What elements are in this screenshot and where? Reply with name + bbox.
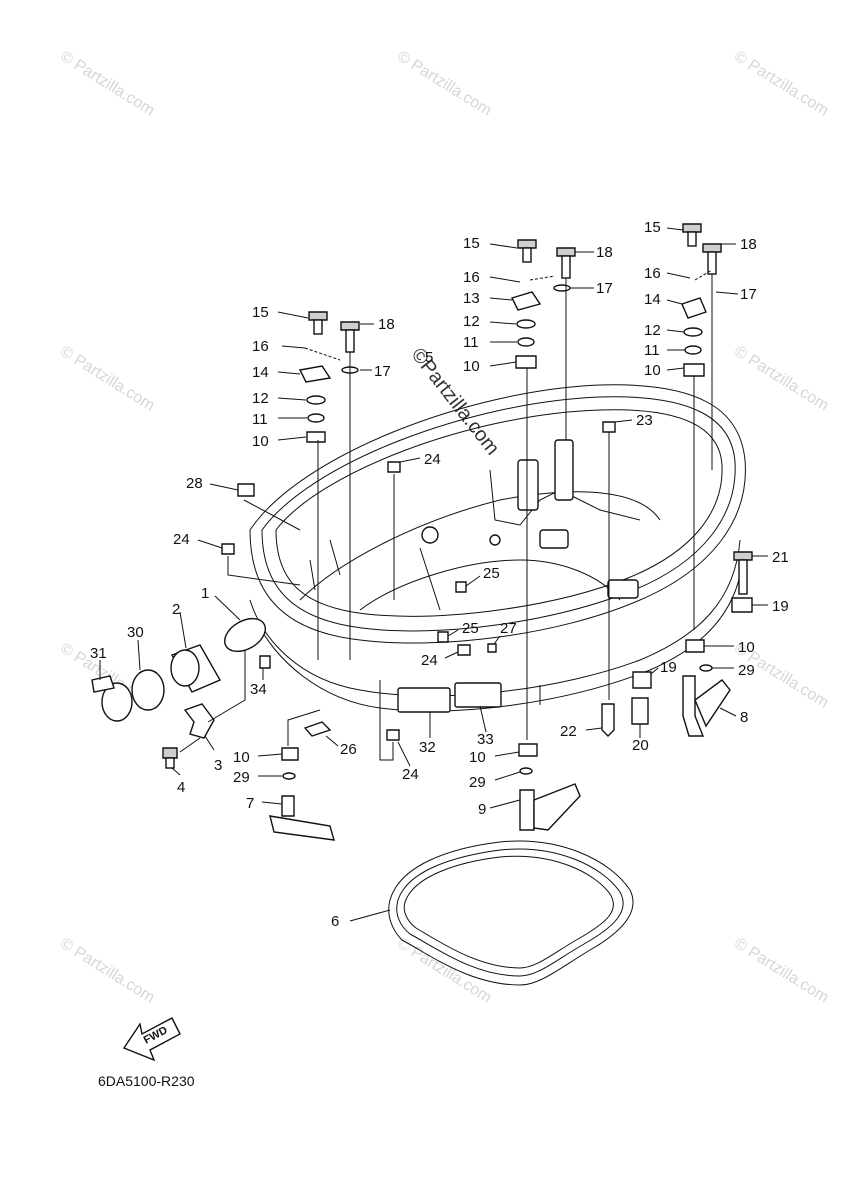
callout-12: 12 xyxy=(463,313,480,330)
callout-7: 7 xyxy=(246,795,254,812)
callout-12: 12 xyxy=(644,322,661,339)
callout-14: 14 xyxy=(252,364,269,381)
callout-24: 24 xyxy=(173,531,190,548)
callout-16: 16 xyxy=(644,265,661,282)
callout-29: 29 xyxy=(469,774,486,791)
callout-2: 2 xyxy=(172,601,180,618)
right-bolt-stack xyxy=(681,223,722,630)
callout-25: 25 xyxy=(462,620,479,637)
callout-11: 11 xyxy=(644,342,660,359)
callout-19: 19 xyxy=(772,598,789,615)
callout-8: 8 xyxy=(740,709,748,726)
leader-lines xyxy=(99,227,768,922)
callout-13: 13 xyxy=(463,290,480,307)
callout-17: 17 xyxy=(596,280,613,297)
callout-26: 26 xyxy=(340,741,357,758)
callout-33: 33 xyxy=(477,731,494,748)
callout-18: 18 xyxy=(740,236,757,253)
callout-17: 17 xyxy=(374,363,391,380)
callout-15: 15 xyxy=(644,219,661,236)
callout-25: 25 xyxy=(483,565,500,582)
callout-18: 18 xyxy=(596,244,613,261)
callout-11: 11 xyxy=(252,411,268,428)
loose-parts xyxy=(221,421,753,841)
callout-27: 27 xyxy=(500,620,517,637)
callout-15: 15 xyxy=(252,304,269,321)
callout-24: 24 xyxy=(421,652,438,669)
callout-5: 5 xyxy=(425,349,433,366)
callout-16: 16 xyxy=(252,338,269,355)
callout-20: 20 xyxy=(632,737,649,754)
callout-10: 10 xyxy=(644,362,661,379)
callout-31: 31 xyxy=(90,645,107,662)
callout-12: 12 xyxy=(252,390,269,407)
callout-19: 19 xyxy=(660,659,677,676)
bottom-seal xyxy=(388,840,634,986)
callout-23: 23 xyxy=(636,412,653,429)
callout-15: 15 xyxy=(463,235,480,252)
callout-28: 28 xyxy=(186,475,203,492)
center-bolt-stack xyxy=(511,239,576,740)
callout-22: 22 xyxy=(560,723,577,740)
callout-10: 10 xyxy=(463,358,480,375)
callout-10: 10 xyxy=(252,433,269,450)
callout-24: 24 xyxy=(424,451,441,468)
left-bolt-stack xyxy=(298,311,360,660)
callouts: 1 2 3 4 5 6 7 8 9 10 10 10 10 10 10 11 1… xyxy=(90,219,789,930)
diagram-code: 6DA5100-R230 xyxy=(98,1073,195,1089)
callout-16: 16 xyxy=(463,269,480,286)
callout-3: 3 xyxy=(214,757,222,774)
callout-6: 6 xyxy=(331,913,339,930)
callout-10: 10 xyxy=(738,639,755,656)
callout-14: 14 xyxy=(644,291,661,308)
callout-1: 1 xyxy=(201,585,209,602)
callout-10: 10 xyxy=(469,749,486,766)
callout-34: 34 xyxy=(250,681,267,698)
callout-4: 4 xyxy=(177,779,185,796)
callout-18: 18 xyxy=(378,316,395,333)
callout-29: 29 xyxy=(738,662,755,679)
callout-30: 30 xyxy=(127,624,144,641)
callout-9: 9 xyxy=(478,801,486,818)
callout-32: 32 xyxy=(419,739,436,756)
callout-21: 21 xyxy=(772,549,789,566)
callout-17: 17 xyxy=(740,286,757,303)
callout-11: 11 xyxy=(463,334,479,351)
callout-10: 10 xyxy=(233,749,250,766)
fwd-arrow-icon: FWD xyxy=(122,1017,181,1062)
callout-24: 24 xyxy=(402,766,419,783)
hose-assembly xyxy=(91,617,271,769)
callout-29: 29 xyxy=(233,769,250,786)
